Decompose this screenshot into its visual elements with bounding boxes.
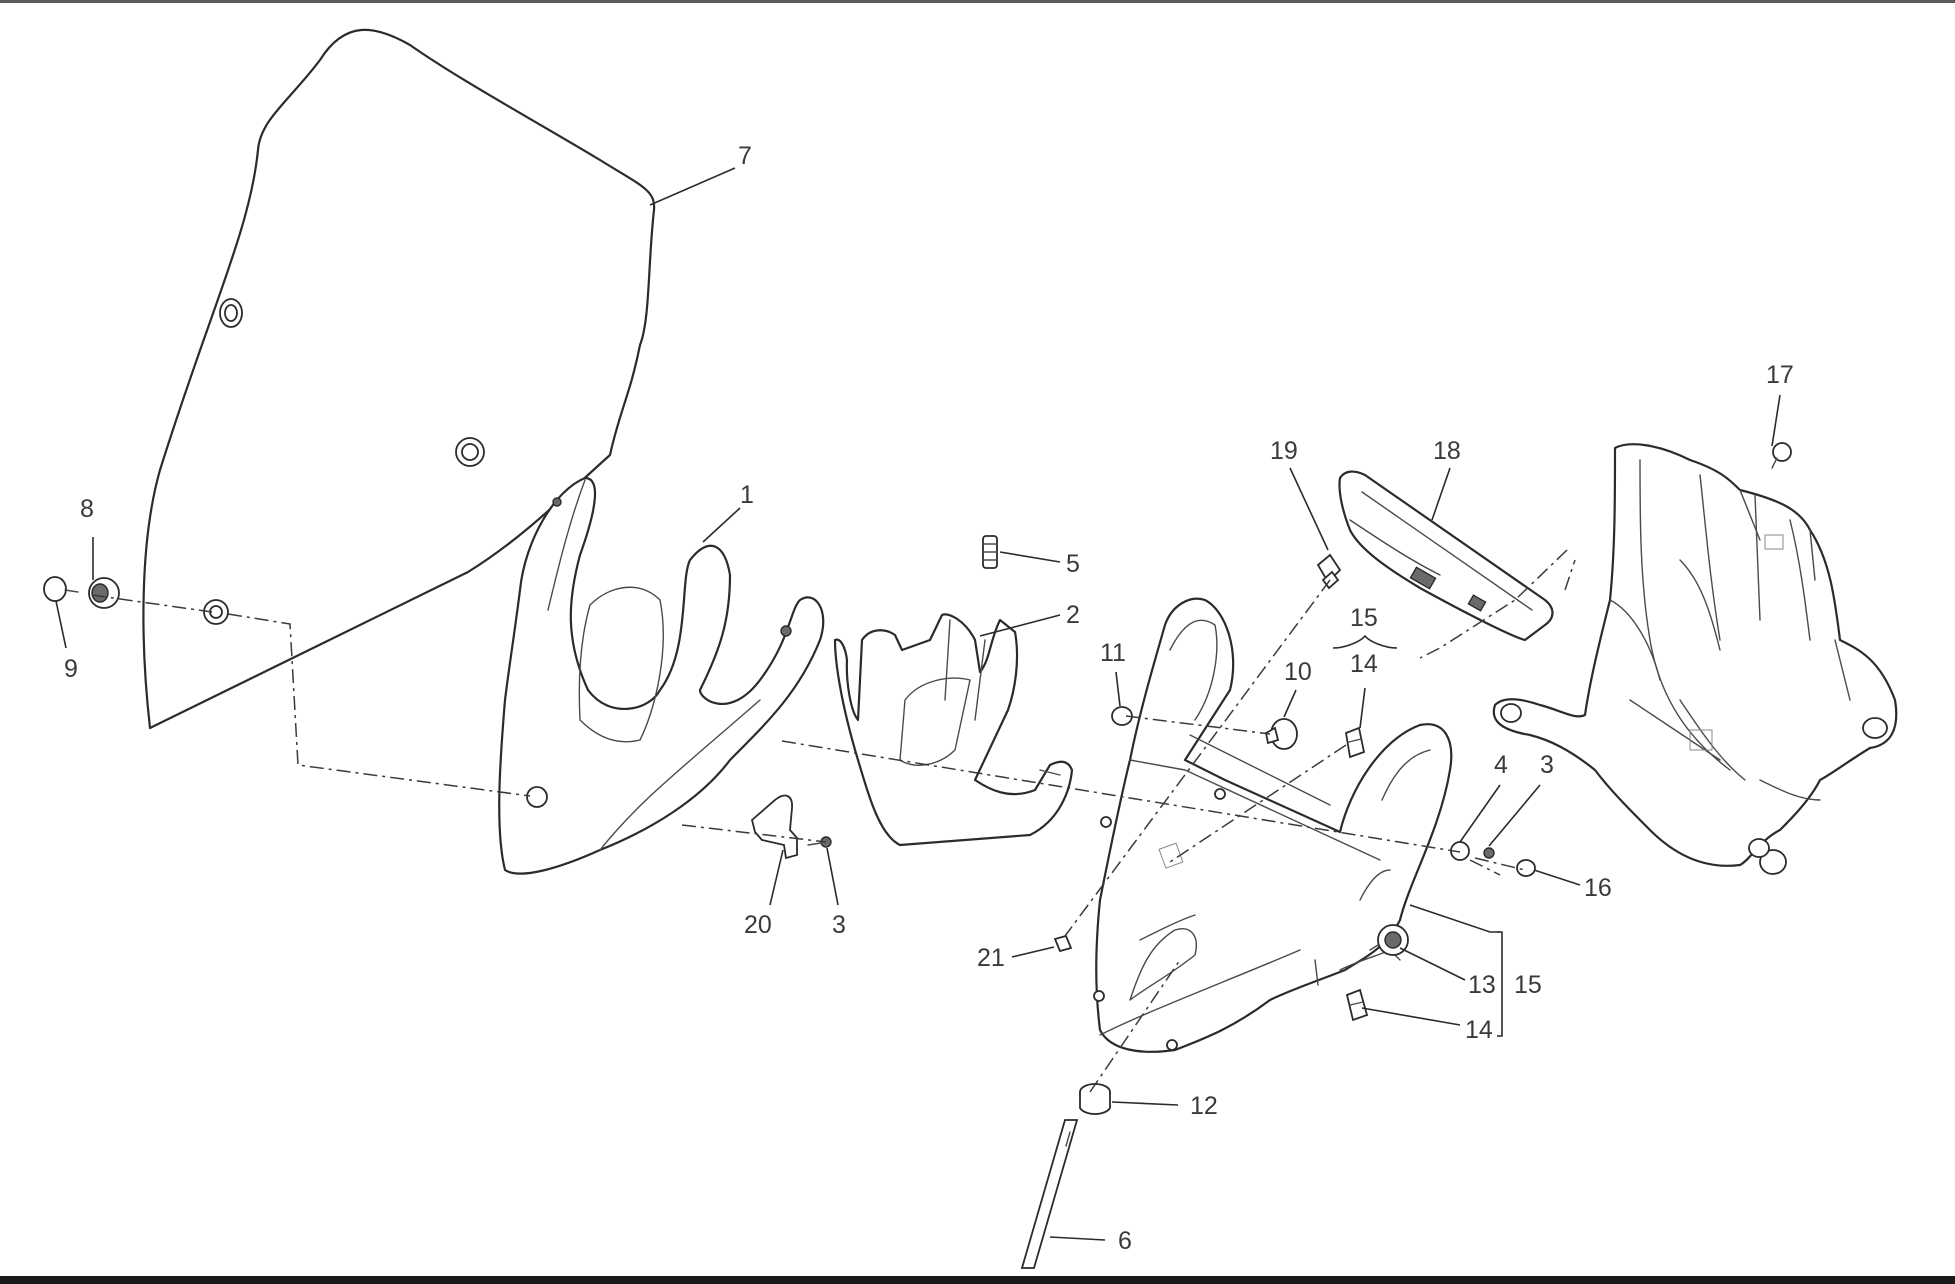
windscreen bbox=[142, 28, 656, 730]
callout-12: 12 bbox=[1190, 1092, 1218, 1120]
callout-19: 19 bbox=[1270, 437, 1298, 465]
callout-1: 1 bbox=[740, 481, 754, 509]
rubber-grommet-8 bbox=[88, 577, 120, 609]
pin-6 bbox=[1020, 1119, 1079, 1269]
top-border bbox=[0, 0, 1955, 3]
screw-17 bbox=[1771, 442, 1792, 469]
callout-2: 2 bbox=[1066, 601, 1080, 629]
callout-3-right: 3 bbox=[1540, 751, 1554, 779]
callout-7: 7 bbox=[738, 142, 752, 170]
grommet-10 bbox=[1264, 718, 1298, 750]
callout-13: 13 bbox=[1468, 971, 1496, 999]
connector-19 bbox=[1316, 553, 1342, 590]
callout-16: 16 bbox=[1584, 874, 1612, 902]
bottom-border bbox=[0, 1276, 1955, 1284]
callout-14-top: 14 bbox=[1350, 650, 1378, 678]
callout-5: 5 bbox=[1066, 550, 1080, 578]
leader-lines bbox=[55, 167, 1781, 1241]
frame-bracket bbox=[1492, 443, 1898, 875]
spring-5 bbox=[982, 535, 998, 569]
callout-18: 18 bbox=[1433, 437, 1461, 465]
callout-14-bottom: 14 bbox=[1465, 1016, 1493, 1044]
dash-housing bbox=[1093, 597, 1453, 1053]
clip-14-top bbox=[1344, 726, 1366, 759]
callout-4: 4 bbox=[1494, 751, 1508, 779]
callout-labels: 7 8 9 1 5 2 20 3 11 10 15 14 19 18 17 4 … bbox=[64, 142, 1794, 1255]
callout-10: 10 bbox=[1284, 658, 1312, 686]
screw-3-left bbox=[807, 836, 832, 848]
fairing-panel bbox=[498, 476, 825, 875]
assembly-lines bbox=[91, 549, 1576, 1093]
callout-8: 8 bbox=[80, 495, 94, 523]
screw-9 bbox=[43, 576, 79, 602]
clip-14-bottom bbox=[1345, 988, 1369, 1022]
callout-3-left: 3 bbox=[832, 911, 846, 939]
nut-21 bbox=[1053, 934, 1073, 953]
screw-16 bbox=[1516, 859, 1536, 877]
callout-15-top: 15 bbox=[1350, 604, 1378, 632]
callout-21: 21 bbox=[977, 944, 1005, 972]
inner-bracket bbox=[833, 613, 1074, 847]
callout-15-bottom: 15 bbox=[1514, 971, 1542, 999]
callout-6: 6 bbox=[1118, 1227, 1132, 1255]
clip-20 bbox=[750, 794, 798, 860]
bushing-12 bbox=[1079, 1083, 1111, 1115]
callout-17: 17 bbox=[1766, 361, 1794, 389]
callout-11: 11 bbox=[1100, 639, 1126, 667]
screw-3-right bbox=[1483, 847, 1495, 859]
callout-20: 20 bbox=[744, 911, 772, 939]
callout-9: 9 bbox=[64, 655, 78, 683]
